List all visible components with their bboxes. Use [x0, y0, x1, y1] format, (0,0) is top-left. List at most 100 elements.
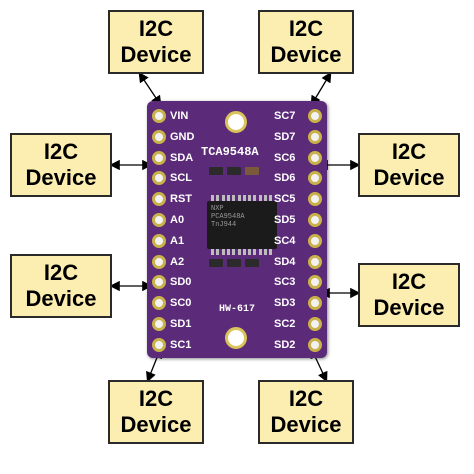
pin-label-left: A0 [170, 214, 185, 226]
device-label-line2: Device [120, 42, 192, 67]
chip-leg [226, 195, 230, 201]
header-pin [152, 109, 166, 123]
header-pin [152, 337, 166, 352]
chip-leg [226, 249, 230, 255]
header-pin [308, 192, 322, 207]
pin-label-right: SD2 [274, 338, 296, 351]
header-pin [308, 337, 322, 352]
device-label-line2: Device [25, 165, 97, 190]
header-pin [308, 317, 322, 331]
ic-chip: NXP PCA9548A TnJ944 [207, 195, 277, 255]
chip-leg [264, 195, 267, 201]
chip-marking-line: PCA9548A [211, 213, 245, 221]
chip-leg [253, 195, 257, 201]
chip-leg [248, 249, 252, 255]
pin-label-left: A2 [170, 255, 185, 268]
i2c-device-left-upper: I2C Device [10, 133, 112, 197]
chip-leg [248, 195, 252, 201]
pin-label-left: RST [170, 193, 192, 206]
device-label-line1: I2C [43, 260, 79, 285]
pin-label-right: SC5 [274, 193, 296, 206]
device-label-line2: Device [373, 295, 445, 320]
header-pin [152, 150, 166, 165]
arrow-top-left [138, 71, 162, 107]
chip-leg [216, 195, 220, 201]
header-pin [308, 171, 322, 186]
smd-resistor [245, 259, 259, 267]
board-model-label: HW-617 [219, 304, 256, 315]
chip-leg [253, 249, 257, 255]
smd-resistor [209, 259, 223, 267]
i2c-device-top-right: I2C Device [258, 10, 354, 74]
device-label-line1: I2C [288, 386, 324, 411]
pin-label-left: GND [170, 130, 195, 143]
chip-marking-line: TnJ944 [211, 221, 237, 229]
header-pin [308, 213, 322, 227]
chip-leg [232, 195, 236, 201]
chip-leg [211, 249, 214, 255]
pin-label-right: SC6 [274, 151, 296, 164]
header-pin [308, 233, 322, 248]
i2c-device-bottom-left: I2C Device [108, 380, 204, 444]
chip-leg [221, 249, 225, 255]
header-pin [308, 129, 322, 144]
pin-label-left: SDA [170, 151, 194, 164]
header-pin [152, 129, 166, 144]
pin-label-right: SD4 [274, 255, 296, 268]
chip-leg [237, 249, 241, 255]
arrow-top-right [310, 71, 332, 107]
device-label-line1: I2C [391, 139, 427, 164]
chip-marking-line: NXP [211, 205, 224, 213]
pin-label-right: SD7 [274, 130, 296, 143]
chip-leg [264, 249, 267, 255]
chip-leg [211, 195, 214, 201]
i2c-device-right-lower: I2C Device [358, 263, 460, 327]
i2c-device-bottom-right: I2C Device [258, 380, 354, 444]
smd-resistor [227, 259, 241, 267]
header-pin [152, 213, 166, 227]
header-pin [308, 109, 322, 123]
device-label-line2: Device [270, 412, 342, 437]
device-label-line2: Device [120, 412, 192, 437]
pin-label-right: SC3 [274, 276, 296, 289]
i2c-device-top-left: I2C Device [108, 10, 204, 74]
header-pin [308, 150, 322, 165]
header-pin [152, 192, 166, 207]
chip-leg [258, 195, 262, 201]
header-pin [308, 275, 322, 290]
i2c-device-right-upper: I2C Device [358, 133, 460, 197]
pin-label-right: SD5 [274, 214, 296, 226]
mounting-hole-bottom [225, 327, 247, 349]
header-pin [152, 275, 166, 290]
chip-leg [269, 195, 273, 201]
chip-leg [237, 195, 241, 201]
i2c-device-left-lower: I2C Device [10, 254, 112, 318]
pin-label-left: SC0 [170, 297, 192, 310]
pin-label-right: SD3 [274, 297, 296, 310]
device-label-line2: Device [270, 42, 342, 67]
pin-label-left: SCL [170, 172, 192, 185]
chip-leg [232, 249, 236, 255]
device-label-line1: I2C [43, 139, 79, 164]
header-pin [152, 317, 166, 331]
header-pin [152, 296, 166, 311]
header-pin [308, 254, 322, 269]
chip-leg [216, 249, 220, 255]
chip-marking: NXP PCA9548A TnJ944 [211, 205, 245, 229]
pin-label-left: VIN [170, 110, 189, 122]
smd-resistor [209, 167, 223, 175]
header-pin [308, 296, 322, 311]
chip-leg [269, 249, 273, 255]
header-pin [152, 171, 166, 186]
chip-leg [258, 249, 262, 255]
pin-label-right: SC4 [274, 234, 296, 247]
pin-label-right: SC2 [274, 318, 296, 330]
pin-label-left: SD0 [170, 276, 192, 289]
pin-label-left: SC1 [170, 338, 192, 351]
device-label-line1: I2C [288, 16, 324, 41]
device-label-line2: Device [373, 165, 445, 190]
device-label-line1: I2C [138, 386, 174, 411]
chip-leg [242, 195, 246, 201]
device-label-line1: I2C [391, 269, 427, 294]
